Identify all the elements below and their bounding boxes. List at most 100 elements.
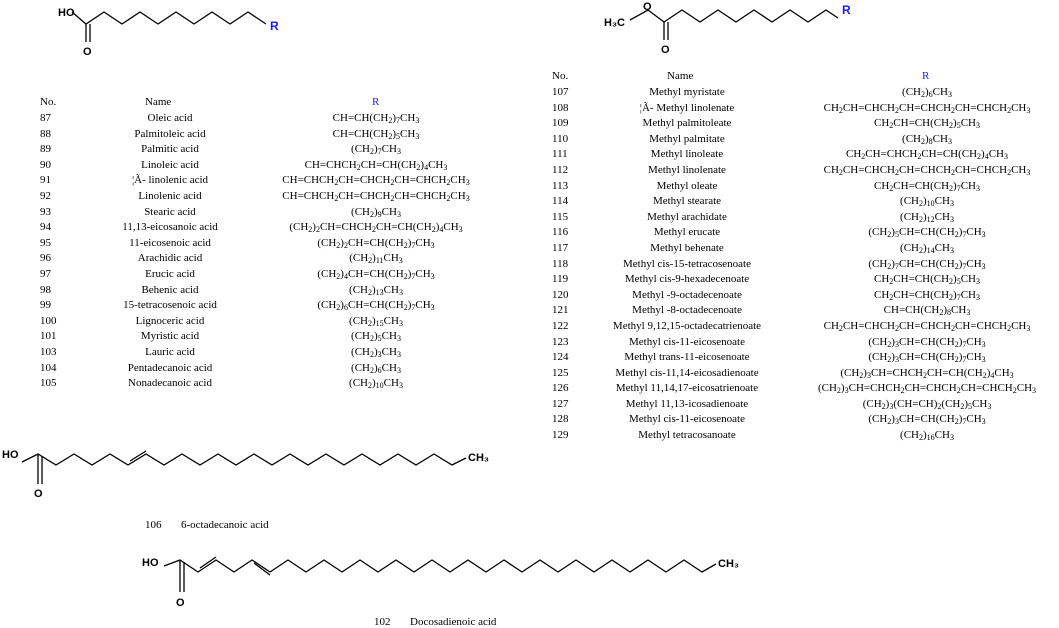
acid-skeleton [71, 11, 267, 42]
compound-name: Methyl erucate [653, 226, 721, 239]
s106-ch3-label: CH₃ [468, 452, 489, 464]
header-no: No. [552, 70, 569, 82]
compound-name: 11,13-eicosanoic acid [122, 221, 218, 234]
compound-name: Methyl linolenate [648, 163, 726, 176]
r-group-formula: (CH2)3CH=CHCH2CH=CH(CH2)4CH3 [840, 366, 1014, 380]
r-group-formula: (CH2)4CH=CH(CH2)7CH3 [317, 267, 435, 281]
s102-o-label: O [176, 597, 185, 609]
r-group-formula: CH=CH(CH2)7CH3 [332, 112, 420, 125]
compound-name: 11-eicosenoic acid [129, 236, 211, 249]
compound-number: 91 [40, 174, 51, 187]
compound-number: 113 [552, 179, 569, 192]
compound-number: 109 [552, 117, 569, 130]
compound-number: 94 [40, 221, 51, 234]
r-group-formula: (CH2)3CH=CHCH2CH=CHCH2CH=CHCH2CH3 [817, 382, 1037, 396]
ester-h3c-label: H₃C [604, 17, 625, 29]
compound-number: 97 [40, 267, 51, 280]
compound-number: 116 [552, 226, 569, 239]
compound-name: Methyl myristate [649, 86, 725, 98]
compound-number: 117 [552, 241, 569, 254]
r-group-formula: CH=CHCH2CH=CHCH2CH=CHCH2CH3 [282, 189, 470, 203]
compound-name: Methyl cis-11-eicosenoate [629, 413, 745, 426]
r-group-formula: (CH2)7CH=CH(CH2)7CH3 [868, 257, 986, 271]
acid-table-header: No. Name R [40, 95, 480, 111]
acid-row: 93 Stearic acid (CH2)9CH3 [40, 205, 480, 221]
r-group-formula: CH2CH=CHCH2CH=CHCH2CH=CHCH2CH3 [823, 101, 1031, 115]
compound-name: Methyl oleate [656, 179, 718, 192]
ester-skeleton [629, 9, 839, 40]
r-group-formula: (CH2)3CH=CH(CH2)7CH3 [868, 413, 986, 427]
header-r: R [922, 70, 930, 82]
compound-name: Lauric acid [145, 345, 195, 358]
caption-106-no: 106 [145, 519, 162, 531]
compound-name: Palmitic acid [141, 143, 199, 156]
compound-number: 112 [552, 163, 569, 176]
r-group-formula: (CH2)2CH=CH(CH2)7CH3 [317, 236, 435, 250]
compound-name: 15-tetracosenoic acid [123, 299, 217, 312]
r-group-formula: (CH2)10CH3 [900, 195, 954, 209]
r-group-formula: (CH2)3(CH=CH)2(CH2)5CH3 [862, 397, 992, 411]
compound-name: Nonadecanoic acid [128, 377, 212, 390]
compound-name: Linoleic acid [141, 158, 199, 171]
r-group-formula: CH2CH=CHCH2CH=CH(CH2)4CH3 [846, 148, 1008, 162]
compound-name: Stearic acid [144, 205, 196, 218]
compound-number: 93 [40, 205, 51, 218]
compound-name: Behenic acid [141, 283, 199, 296]
r-group-formula: CH2CH=CH(CH2)5CH3 [874, 117, 980, 131]
header-no: No. [40, 96, 57, 108]
r-group-formula: (CH2)14CH3 [900, 241, 954, 255]
ester-row: 127 Methyl 11,13-icosadienoate (CH2)3(CH=C… [552, 397, 1057, 413]
r-group-formula: (CH2)3CH=CH(CH2)7CH3 [868, 351, 986, 365]
compound-number: 110 [552, 132, 569, 145]
compound-number: 105 [40, 377, 57, 390]
r-group-formula: (CH2)10CH3 [349, 377, 403, 391]
compound-name: Methyl cis-15-tetracosenoate [623, 257, 751, 270]
compound-number: 99 [40, 299, 51, 312]
s106-oh-label: HO [2, 449, 19, 461]
compound-name: Methyl cis-11-eicosenoate [629, 335, 745, 348]
r-group-formula: CH2CH=CH(CH2)7CH3 [874, 288, 980, 302]
compound-number: 95 [40, 236, 51, 249]
r-group-formula: (CH2)6CH=CH(CH2)7CH3 [317, 299, 435, 313]
compound-name: Methyl palmitate [649, 132, 725, 145]
compound-name: Methyl palmitoleate [642, 117, 732, 130]
r-group-formula: CH2CH=CHCH2CH=CHCH2CH=CHCH2CH3 [823, 319, 1031, 333]
compound-number: 123 [552, 335, 569, 348]
compound-number: 127 [552, 397, 569, 410]
r-group-formula: CH=CH(CH2)5CH3 [332, 127, 420, 141]
r-group-formula: CH=CHCH2CH=CHCH2CH=CHCH2CH3 [282, 174, 470, 188]
compound-number: 108 [552, 101, 569, 114]
s102-oh-label: HO [142, 557, 159, 569]
header-name: Name [145, 96, 172, 108]
r-group-formula: (CH2)3CH=CH(CH2)7CH3 [868, 335, 986, 349]
compound-name: Methyl tetracosanoate [638, 429, 736, 442]
r-group-formula: (CH2)9CH3 [351, 205, 401, 219]
compound-number: 119 [552, 273, 569, 286]
r-group-formula: (CH2)5CH3 [351, 330, 401, 344]
r-group-formula: CH2CH=CH(CH2)7CH3 [874, 179, 980, 193]
compound-name: Methyl -8-octadecenoate [632, 304, 742, 317]
r-group-formula: CH=CHCH2CH=CH(CH2)4CH3 [304, 158, 448, 172]
acid-row: 105 Nonadecanoic acid (CH2)10CH3 [40, 376, 480, 392]
compound-name: Methyl cis-9-hexadecenoate [624, 273, 750, 286]
compound-name: Methyl 11,13-icosadienoate [625, 397, 749, 410]
